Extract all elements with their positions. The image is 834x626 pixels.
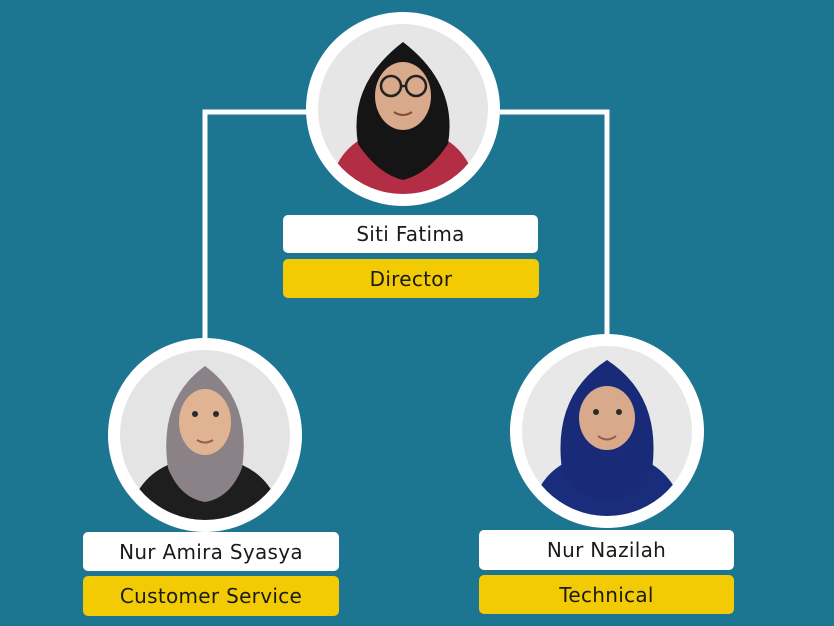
- connector-left: [202, 109, 320, 340]
- technical-role: Technical: [479, 575, 734, 614]
- technical-photo-ring: [510, 334, 704, 528]
- director-portrait: [318, 24, 488, 194]
- director-photo-ring: [306, 12, 500, 206]
- director-name: Siti Fatima: [283, 215, 538, 253]
- customer-service-portrait: [120, 350, 290, 520]
- connector-right: [500, 109, 610, 336]
- technical-portrait: [522, 346, 692, 516]
- customer-service-role: Customer Service: [83, 576, 339, 616]
- technical-name: Nur Nazilah: [479, 530, 734, 570]
- customer-service-name: Nur Amira Syasya: [83, 532, 339, 571]
- customer-service-photo-ring: [108, 338, 302, 532]
- director-role: Director: [283, 259, 539, 298]
